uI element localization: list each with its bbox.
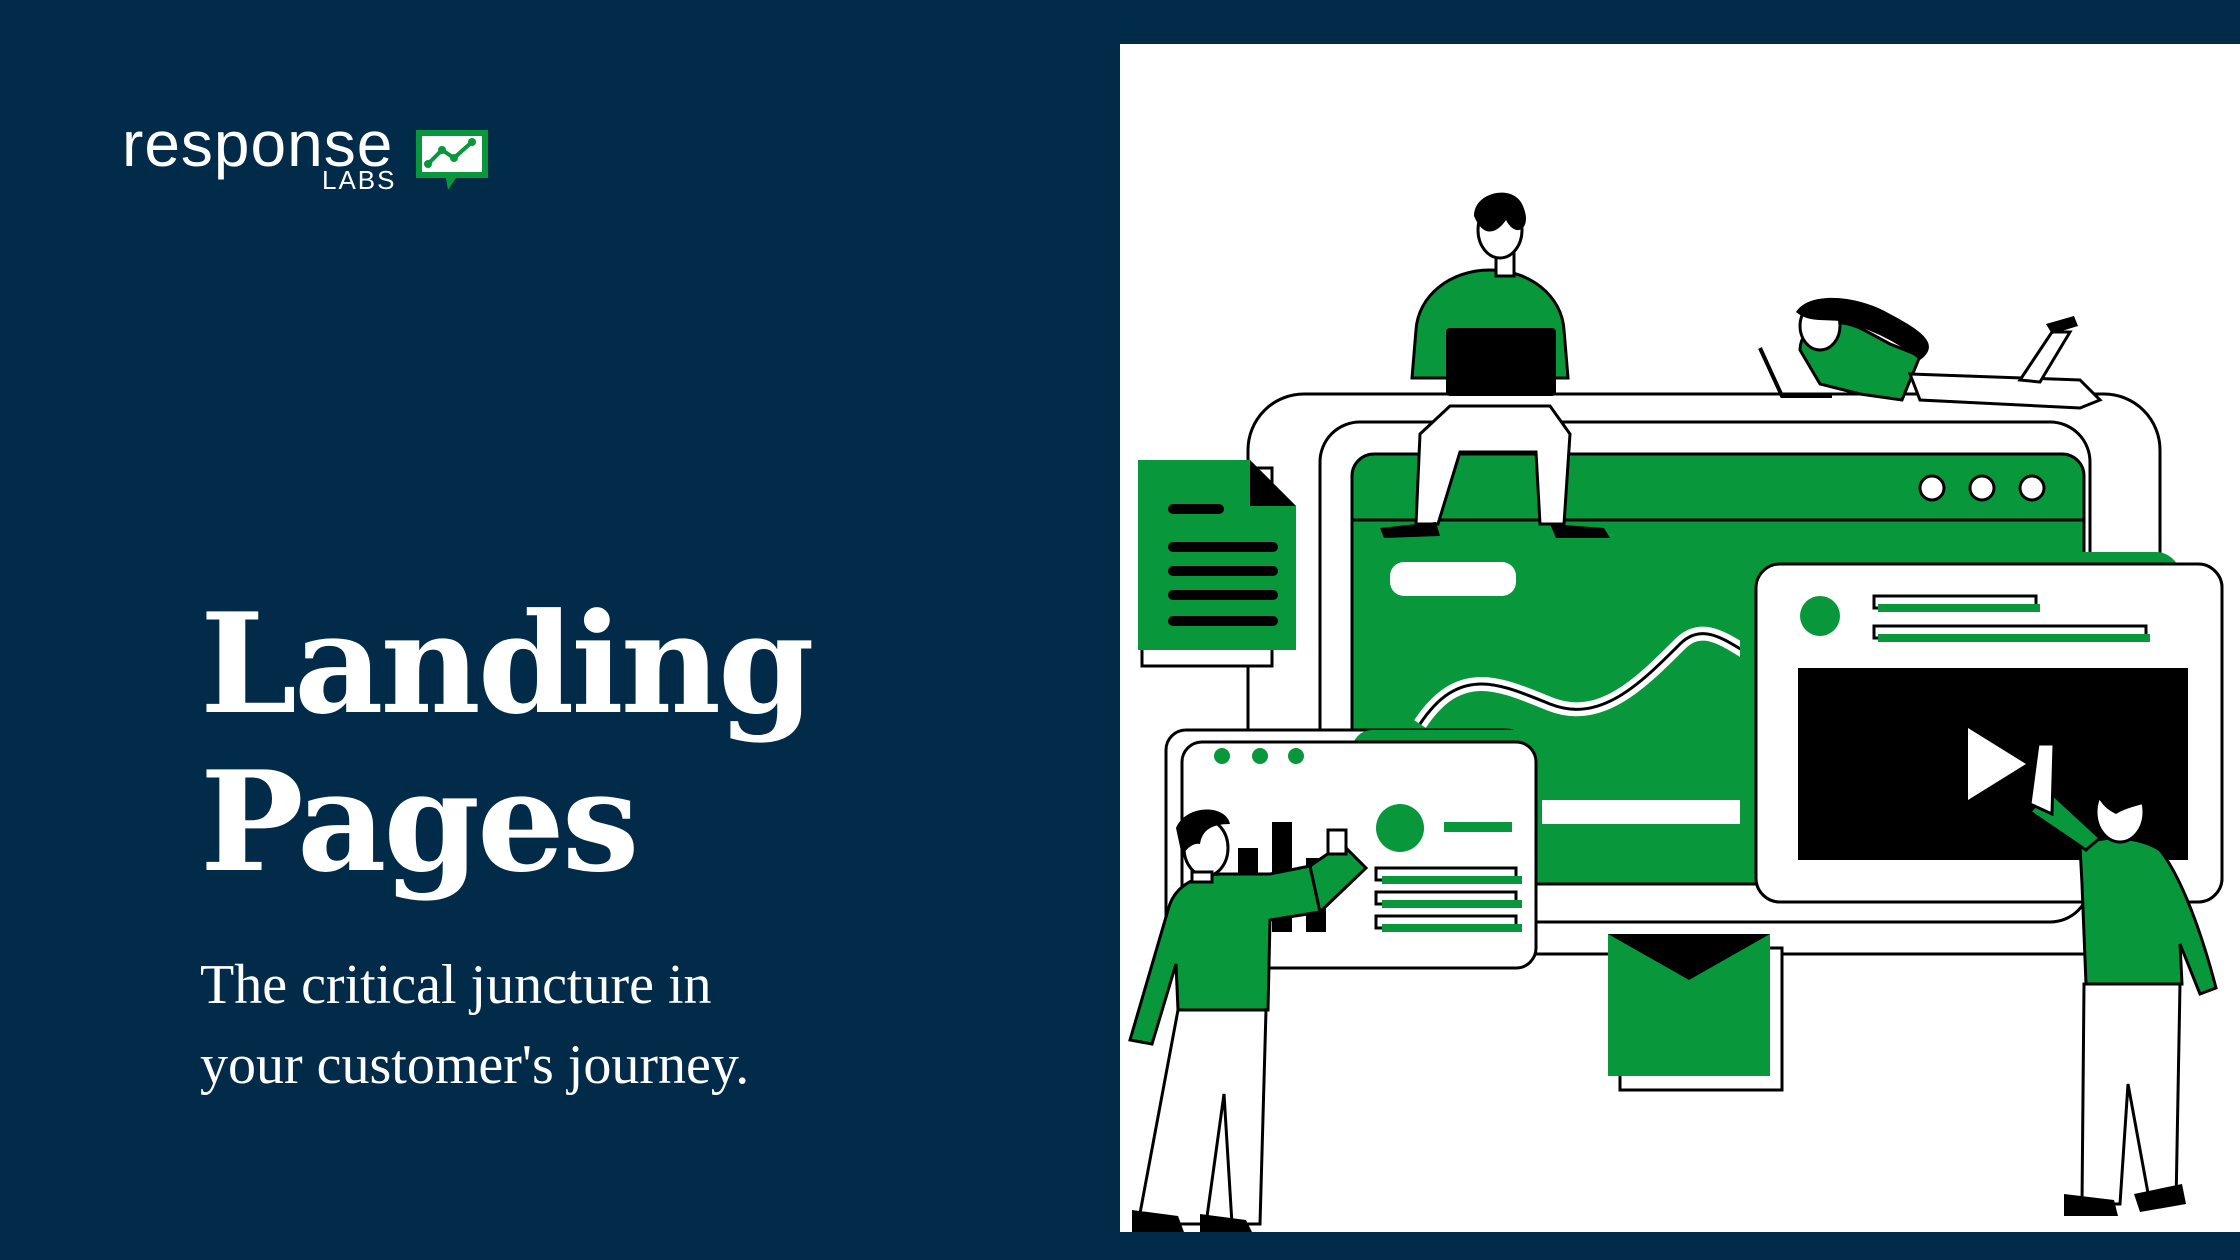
brand-sub: LABS	[322, 165, 397, 195]
web-team-illustration	[1128, 192, 2224, 1232]
envelope-icon	[1608, 934, 1784, 1092]
search-pill	[1390, 562, 1516, 596]
page-title: Landing Pages	[200, 585, 1060, 901]
play-icon	[1968, 728, 2026, 800]
person-lying	[1758, 297, 2103, 410]
chart-speech-bubble-icon	[416, 130, 488, 190]
tagline: The critical juncture in your customer's…	[200, 945, 960, 1105]
document-icon	[1138, 460, 1296, 668]
window-controls	[1918, 474, 2046, 502]
brand-logo[interactable]: response LABS	[122, 112, 502, 202]
illustration-panel	[1120, 44, 2240, 1232]
person-pointing-left	[1128, 809, 1369, 1232]
title-line-1: Landing	[200, 582, 815, 745]
person-sitting	[1380, 192, 1610, 538]
hero-panel: response LABS Landing Pages The critical…	[122, 112, 1060, 1105]
tagline-line-2: your customer's journey.	[200, 1034, 750, 1096]
person-headset	[2027, 742, 2218, 1216]
tagline-line-1: The critical juncture in	[200, 954, 712, 1016]
title-line-2: Pages	[200, 740, 639, 903]
brand-name: response	[122, 108, 394, 180]
